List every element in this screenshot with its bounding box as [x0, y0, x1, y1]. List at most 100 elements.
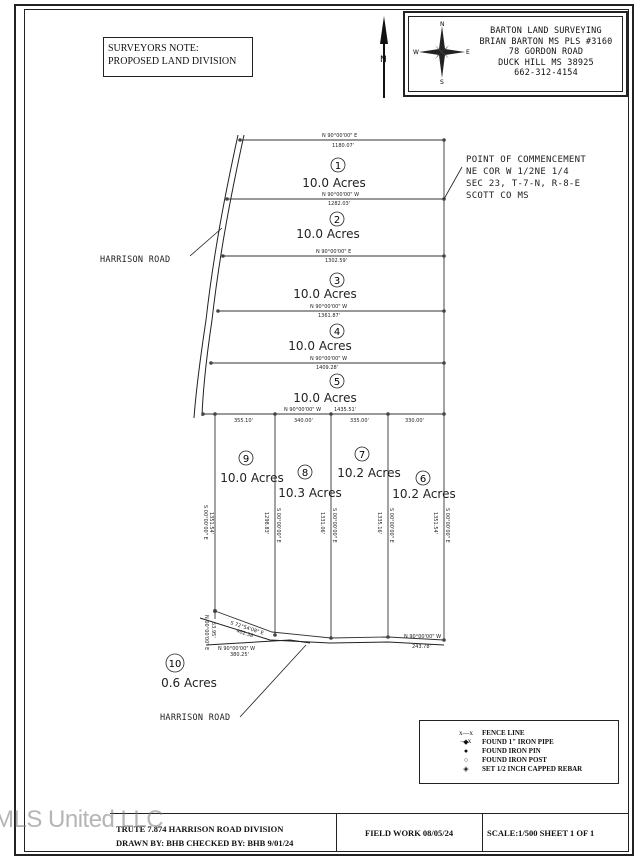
svg-text:N 90°00'00" W: N 90°00'00" W — [218, 646, 255, 652]
svg-text:0.6 Acres: 0.6 Acres — [161, 676, 217, 690]
parcel-8: 8 10.3 Acres — [278, 464, 342, 500]
harrison-road-west — [193, 134, 239, 419]
parcel-9: 9 10.0 Acres — [220, 450, 284, 485]
svg-text:NE COR W 1/2NE 1/4: NE COR W 1/2NE 1/4 — [466, 167, 569, 177]
svg-text:10.0 Acres: 10.0 Acres — [296, 227, 359, 241]
svg-text:1180.07': 1180.07' — [332, 143, 354, 149]
parcel-4: 4 10.0 Acres — [288, 323, 352, 353]
svg-text:6: 6 — [420, 474, 426, 485]
capped-rebar-icon: ◈ — [463, 765, 469, 773]
point-of-commencement: POINT OF COMMENCEMENT NE COR W 1/2NE 1/4… — [466, 155, 586, 201]
svg-text:S: S — [440, 79, 444, 84]
svg-text:1331.06': 1331.06' — [319, 512, 325, 534]
svg-text:N: N — [380, 55, 387, 65]
svg-text:1435.51': 1435.51' — [334, 407, 356, 413]
title-block: N S W E BARTON LAND SURVEYING BRIAN BART… — [403, 11, 628, 97]
svg-text:W: W — [413, 49, 419, 56]
compass-rose-icon: N S W E — [413, 21, 470, 84]
svg-text:53.95': 53.95' — [210, 622, 216, 638]
drawn-checked: DRAWN BY: BHB CHECKED BY: BHB 9/01/24 — [116, 838, 294, 848]
note-line-1: SURVEYORS NOTE: — [108, 43, 199, 54]
address-line: 78 GORDON ROAD — [508, 47, 584, 57]
iron-post-icon: ○ — [463, 756, 469, 764]
svg-text:1282.03': 1282.03' — [328, 201, 350, 207]
title-strip: TRUTE 7.874 HARRISON ROAD DIVISION DRAWN… — [110, 813, 628, 852]
svg-text:2: 2 — [334, 215, 340, 226]
company-name: BARTON LAND SURVEYING — [490, 26, 602, 36]
svg-text:N 90°00'00" W: N 90°00'00" W — [284, 407, 321, 413]
svg-text:1302.59': 1302.59' — [325, 258, 347, 264]
svg-text:1: 1 — [335, 161, 341, 172]
outer-border — [14, 4, 634, 856]
parcel-10: 10 0.6 Acres — [161, 653, 217, 690]
svg-text:8: 8 — [302, 468, 308, 479]
surveyors-note: SURVEYORS NOTE: PROPOSED LAND DIVISION — [103, 37, 253, 77]
legend-fence: FENCE LINE — [482, 729, 525, 737]
svg-text:335.00': 335.00' — [350, 418, 369, 424]
svg-text:SCOTT CO MS: SCOTT CO MS — [466, 191, 529, 201]
legend: x—x—x FENCE LINE ◆ FOUND 1" IRON PIPE ● … — [419, 720, 619, 784]
svg-text:N 00°00'00" E: N 00°00'00" E — [203, 615, 209, 650]
parcel-3: 3 10.0 Acres — [293, 272, 357, 301]
svg-text:402.38': 402.38' — [235, 628, 255, 640]
svg-text:330.00': 330.00' — [405, 418, 424, 424]
iron-pin-icon: ● — [463, 747, 469, 755]
svg-text:340.00': 340.00' — [294, 418, 313, 424]
field-work-date: FIELD WORK 08/05/24 — [365, 828, 454, 838]
svg-text:1361.87': 1361.87' — [318, 313, 340, 319]
svg-text:S 00°00'00" E: S 00°00'00" E — [388, 508, 394, 543]
svg-text:S 00°00'00" E: S 00°00'00" E — [275, 508, 281, 543]
svg-text:SEC 23, T-7-N, R-8-E: SEC 23, T-7-N, R-8-E — [466, 179, 580, 189]
svg-text:10.2 Acres: 10.2 Acres — [337, 466, 400, 480]
watermark: MLS United LLC — [0, 806, 164, 833]
parcel-7: 7 10.2 Acres — [337, 446, 401, 480]
svg-text:N 90°00'00" W: N 90°00'00" W — [310, 304, 347, 310]
svg-text:10.0 Acres: 10.0 Acres — [302, 176, 365, 190]
legend-iron-pipe: FOUND 1" IRON PIPE — [482, 738, 554, 746]
iron-pipe-icon: ◆ — [463, 738, 469, 746]
svg-text:243.78': 243.78' — [412, 644, 431, 650]
svg-text:N 90°00'00" W: N 90°00'00" W — [404, 634, 441, 640]
svg-text:E: E — [466, 49, 470, 56]
north-arrow-icon: N — [380, 16, 388, 98]
inner-border — [24, 9, 629, 852]
fence-line-icon: x—x—x — [459, 729, 473, 745]
svg-text:N 90°00'00" E: N 90°00'00" E — [322, 133, 357, 139]
svg-text:9: 9 — [243, 454, 249, 465]
svg-text:1298.83': 1298.83' — [263, 512, 269, 534]
legend-iron-post: FOUND IRON POST — [482, 756, 547, 764]
svg-text:N 90°00'00" W: N 90°00'00" W — [310, 356, 347, 362]
svg-text:1351.54': 1351.54' — [208, 512, 214, 534]
svg-text:10.0 Acres: 10.0 Acres — [288, 339, 351, 353]
city-line: DUCK HILL MS 38925 — [498, 57, 594, 68]
svg-text:3: 3 — [334, 276, 340, 287]
svg-text:1409.28': 1409.28' — [316, 365, 338, 371]
svg-text:380.25': 380.25' — [230, 652, 249, 658]
svg-text:S 00°00'00" E: S 00°00'00" E — [331, 508, 337, 543]
road-label-south: HARRISON ROAD — [160, 713, 230, 723]
svg-text:S 00°00'00" E: S 00°00'00" E — [444, 508, 450, 543]
svg-text:S 00°00'00" E: S 00°00'00" E — [202, 505, 208, 540]
svg-text:POINT OF COMMENCEMENT: POINT OF COMMENCEMENT — [466, 155, 586, 165]
svg-text:355.10': 355.10' — [234, 418, 253, 424]
parcel-1: 1 10.0 Acres — [302, 157, 366, 190]
surveyor-name: BRIAN BARTON MS PLS #3160 — [479, 36, 613, 47]
svg-text:N 90°00'00" W: N 90°00'00" W — [322, 192, 359, 198]
legend-capped-rebar: SET 1/2 INCH CAPPED REBAR — [482, 765, 583, 773]
road-label-west: HARRISON ROAD — [100, 255, 170, 265]
parcel-5: 5 10.0 Acres — [293, 373, 357, 405]
svg-text:7: 7 — [359, 450, 365, 461]
svg-text:1335.16': 1335.16' — [376, 512, 382, 534]
svg-text:10.2 Acres: 10.2 Acres — [392, 487, 455, 501]
svg-text:4: 4 — [334, 327, 340, 338]
parcel-6: 6 10.2 Acres — [392, 470, 456, 501]
svg-text:10.0 Acres: 10.0 Acres — [220, 471, 283, 485]
svg-text:1351.54': 1351.54' — [432, 512, 438, 534]
svg-text:N 90°00'00" E: N 90°00'00" E — [316, 249, 351, 255]
legend-iron-pin: FOUND IRON PIN — [482, 747, 541, 755]
phone-line: 662-312-4154 — [514, 68, 578, 78]
svg-text:10.0 Acres: 10.0 Acres — [293, 391, 356, 405]
svg-text:5: 5 — [334, 377, 340, 388]
parcel-2: 2 10.0 Acres — [296, 211, 360, 241]
